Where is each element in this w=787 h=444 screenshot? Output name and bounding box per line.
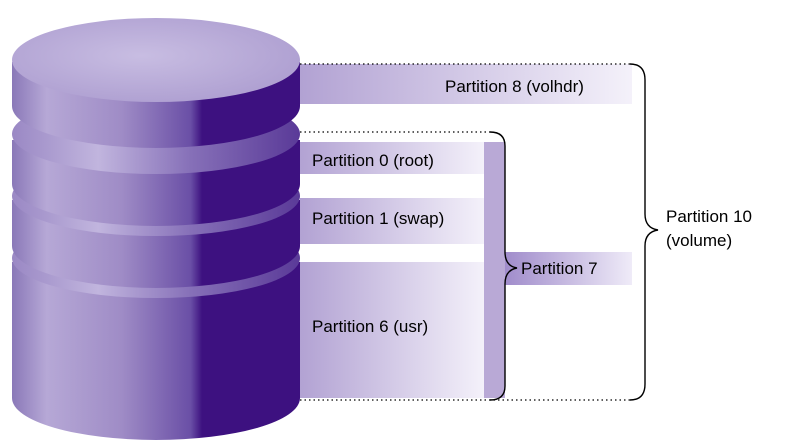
label-partition-0: Partition 0 (root) xyxy=(312,151,434,170)
label-partition-7: Partition 7 xyxy=(521,259,598,278)
brace-partition-7 xyxy=(489,131,518,401)
dotted-lines xyxy=(300,63,630,401)
band-partition-6 xyxy=(300,262,484,398)
band-partition-8 xyxy=(300,64,632,104)
labels: Partition 8 (volhdr) Partition 0 (root) … xyxy=(312,77,752,336)
disk-top-face xyxy=(12,18,300,102)
label-partition-6: Partition 6 (usr) xyxy=(312,317,428,336)
band-partition-0 xyxy=(300,142,484,174)
band-partition-7 xyxy=(484,142,505,398)
label-partition-10-volume: (volume) xyxy=(666,231,732,250)
band-partition-1 xyxy=(300,198,484,244)
brace-partition-10 xyxy=(629,63,659,401)
label-partition-1: Partition 1 (swap) xyxy=(312,209,444,228)
label-partition-10: Partition 10 xyxy=(666,207,752,226)
band-partition-7-label xyxy=(505,252,632,285)
label-partition-8: Partition 8 (volhdr) xyxy=(445,77,584,96)
disk-stack xyxy=(12,18,300,440)
partition-bands xyxy=(300,64,632,398)
braces xyxy=(489,63,659,401)
disk-body-bottom xyxy=(12,262,300,440)
